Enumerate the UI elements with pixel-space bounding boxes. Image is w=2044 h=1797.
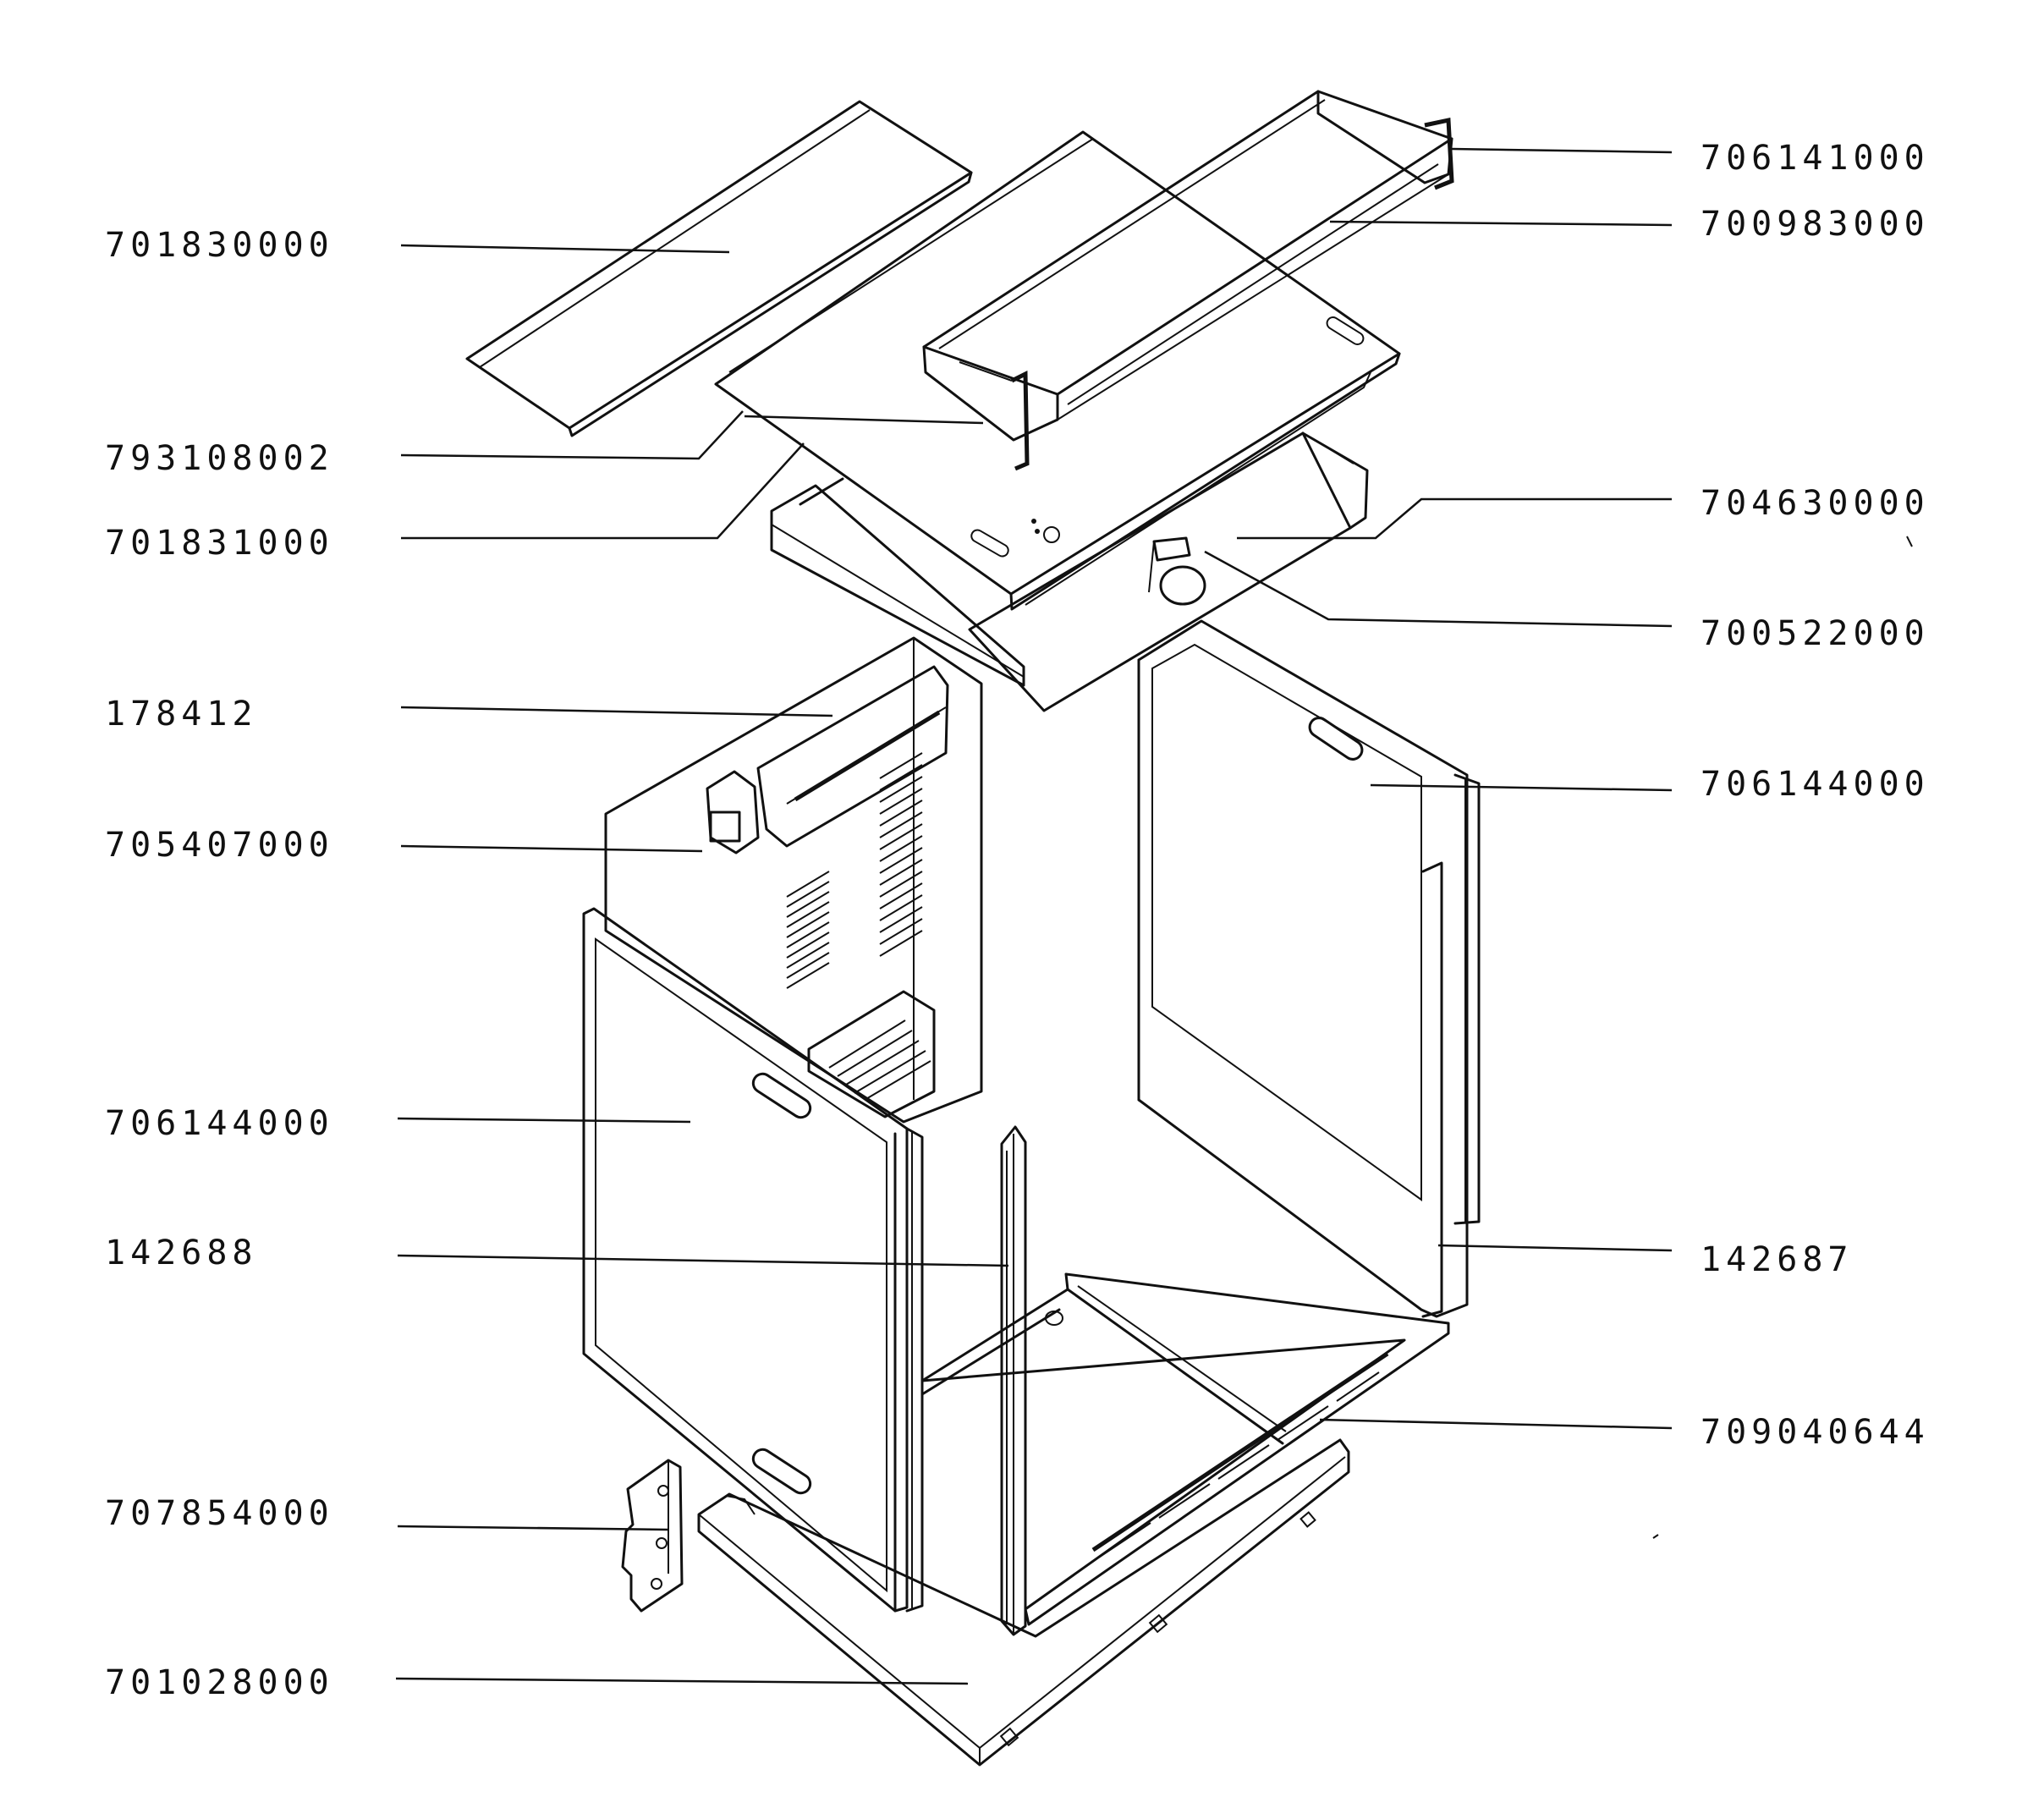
upper-cross-plate bbox=[714, 130, 1401, 611]
leader-lines bbox=[395, 147, 1673, 1685]
front-trim-strip bbox=[1000, 1125, 1027, 1636]
label-front-top-rail: 701831000 bbox=[105, 524, 334, 563]
label-rear-trim-strip: 142687 bbox=[1701, 1240, 1854, 1279]
upper-tray bbox=[922, 90, 1454, 471]
label-upper-cross-plate: 793108002 bbox=[105, 439, 334, 478]
label-base-plate: 701028000 bbox=[105, 1663, 334, 1702]
label-back-chassis-panel: 705407000 bbox=[105, 826, 334, 865]
label-top-cover-panel: 701830000 bbox=[105, 226, 334, 265]
label-front-trim-strip: 142688 bbox=[105, 1234, 258, 1272]
top-cover-panel bbox=[465, 100, 973, 437]
hinge-bracket bbox=[621, 1459, 684, 1613]
label-right-side-panel: 706144000 bbox=[1701, 765, 1930, 804]
label-hinge-bracket: 707854000 bbox=[105, 1494, 334, 1533]
back-chassis-panel bbox=[604, 636, 983, 1124]
label-control-unit: 178412 bbox=[105, 695, 258, 734]
left-side-panel bbox=[582, 907, 924, 1613]
label-rear-top-plate: 704630000 bbox=[1701, 484, 1930, 523]
label-left-side-panel: 706144000 bbox=[105, 1104, 334, 1143]
base-plate bbox=[697, 1438, 1350, 1767]
right-side-panel bbox=[1137, 619, 1481, 1318]
label-upper-tray: 700983000 bbox=[1701, 205, 1930, 244]
front-top-rail bbox=[770, 477, 1025, 687]
label-bottom-frame: 709040644 bbox=[1701, 1413, 1930, 1452]
bottom-frame bbox=[920, 1272, 1450, 1626]
rear-top-plate bbox=[968, 431, 1369, 712]
label-rear-plate-fitting: 700522000 bbox=[1701, 614, 1930, 653]
label-tray-end-clip: 706141000 bbox=[1701, 139, 1930, 178]
